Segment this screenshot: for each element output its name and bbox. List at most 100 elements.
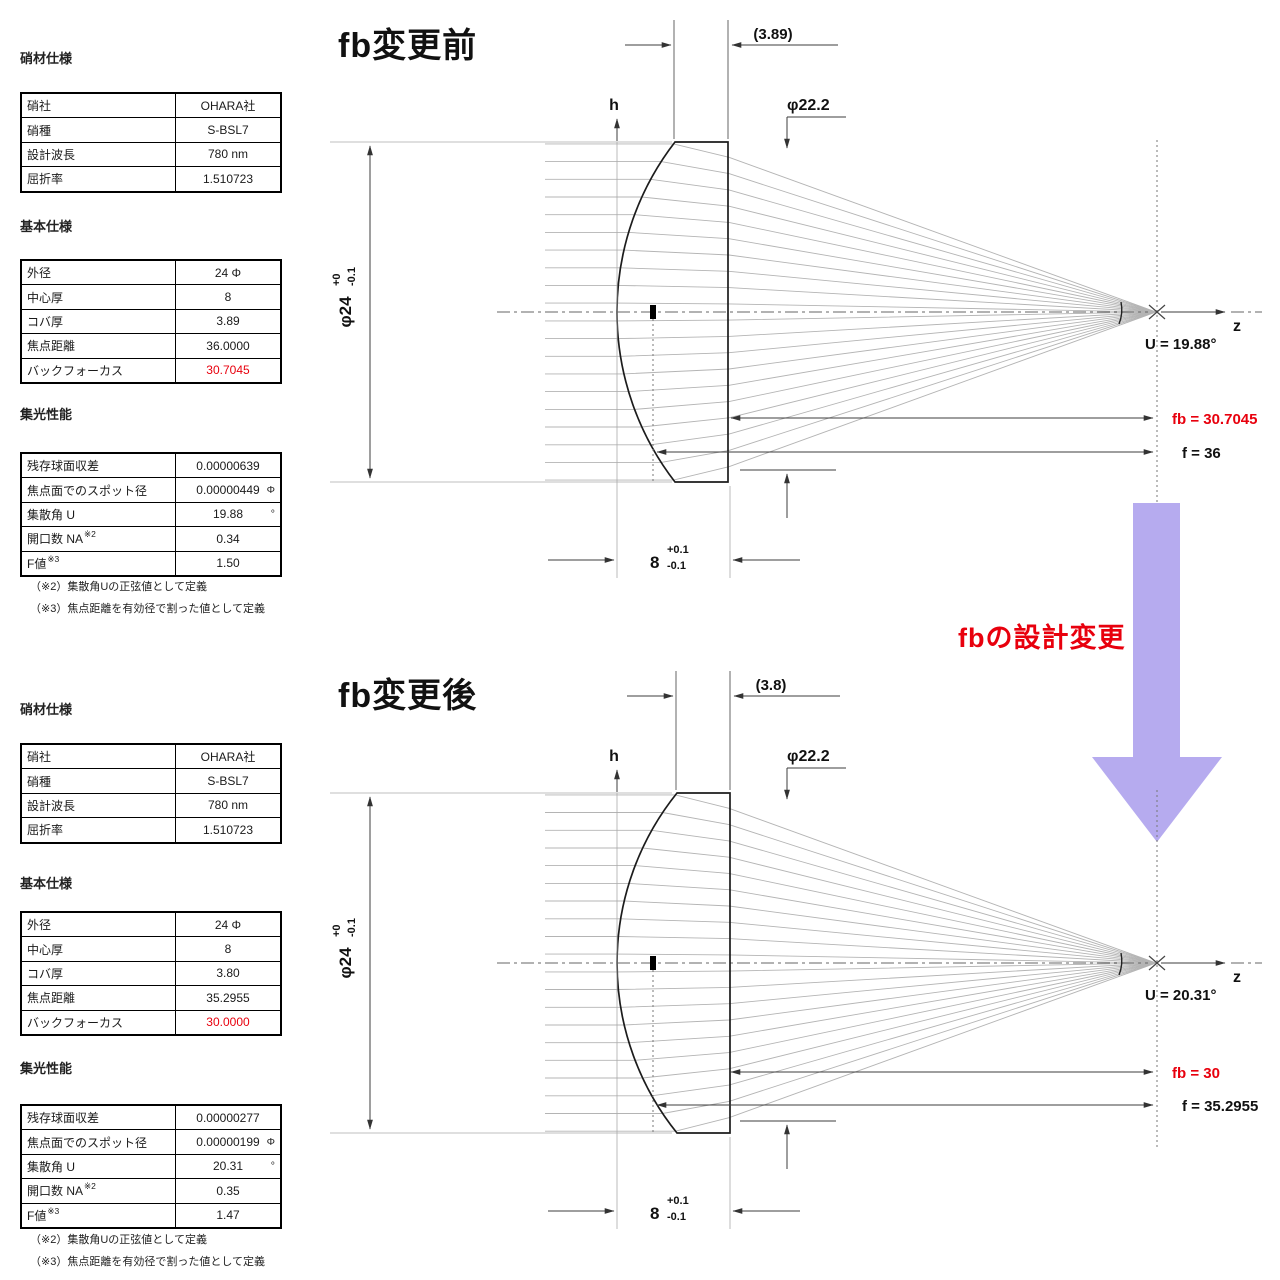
- section-heading-basic-before: 基本仕様: [20, 219, 73, 234]
- light-ray: [545, 284, 1157, 313]
- light-ray: [545, 161, 1157, 313]
- table-row: 焦点距離 36.0000: [22, 334, 280, 359]
- light-ray: [545, 311, 1157, 340]
- light-ray: [545, 918, 1157, 964]
- principal-point-marker: [650, 956, 656, 970]
- ct-label: 8: [650, 553, 659, 572]
- ct-label: 8: [650, 1204, 659, 1223]
- light-ray: [545, 311, 1157, 393]
- ray-bundle-after: [545, 794, 1157, 1132]
- row-label: 外径: [22, 913, 176, 937]
- row-label: 開口数 NA※2: [22, 527, 176, 551]
- aperture-label: φ22.2: [787, 748, 830, 765]
- light-ray: [545, 962, 1157, 1079]
- row-label: 残存球面収差: [22, 1106, 176, 1130]
- row-label: 開口数 NA※2: [22, 1179, 176, 1203]
- light-ray: [545, 865, 1157, 964]
- principal-point-marker: [650, 305, 656, 319]
- angle-label: U = 19.88°: [1145, 336, 1216, 353]
- z-axis-label: z: [1233, 318, 1241, 335]
- after-title: fb変更後: [338, 677, 478, 715]
- angle-arc: [1118, 301, 1123, 325]
- light-ray: [545, 962, 1157, 1008]
- light-ray: [545, 847, 1157, 964]
- row-value: 36.0000: [206, 338, 250, 353]
- row-value: 8: [224, 290, 232, 305]
- row-label: 硝種: [22, 118, 176, 142]
- row-value: 780 nm: [207, 798, 249, 813]
- angle-label: U = 20.31°: [1145, 987, 1216, 1004]
- edge-dim-label: (3.89): [753, 26, 792, 43]
- ct-tol-minus: -0.1: [667, 1211, 686, 1223]
- superscript: ※3: [47, 1205, 60, 1216]
- light-ray: [545, 311, 1157, 446]
- light-ray: [545, 267, 1157, 313]
- row-value: 19.88°: [212, 507, 275, 522]
- ray-bundle-before: [545, 143, 1157, 481]
- row-label: 焦点距離: [22, 334, 176, 358]
- light-ray: [545, 214, 1157, 313]
- row-label: 外径: [22, 261, 176, 285]
- light-ray: [545, 962, 1157, 973]
- row-label: バックフォーカス: [22, 358, 176, 382]
- row-unit: Φ: [266, 484, 275, 497]
- row-label: 硝社: [22, 94, 176, 118]
- ct-tol-plus: +0.1: [667, 1195, 689, 1207]
- light-ray: [545, 311, 1157, 428]
- light-ray: [545, 311, 1157, 410]
- fb-label: fb = 30: [1172, 1065, 1220, 1082]
- after-diagram: φ24 +0 -0.1 (3.8) h φ22.2 z: [330, 671, 1262, 1229]
- before-title: fb変更前: [338, 27, 478, 65]
- light-ray: [545, 812, 1157, 964]
- ct-tol-minus: -0.1: [667, 560, 686, 572]
- row-label: 焦点面でのスポット径: [22, 478, 176, 502]
- light-ray: [545, 196, 1157, 313]
- row-value: 0.00000277: [196, 1110, 260, 1125]
- row-value: 20.31°: [212, 1159, 275, 1174]
- h-axis-label: h: [609, 748, 619, 765]
- light-ray: [545, 231, 1157, 313]
- row-label: バックフォーカス: [22, 1010, 176, 1034]
- focus-cross: [1148, 955, 1166, 971]
- light-ray: [545, 829, 1157, 964]
- lens-outline: [616, 141, 729, 483]
- row-value: 3.89: [216, 314, 240, 329]
- svg-text:+0: +0: [331, 924, 343, 937]
- light-ray: [545, 311, 1157, 481]
- row-label: 焦点面でのスポット径: [22, 1130, 176, 1154]
- light-ray: [545, 311, 1157, 357]
- change-arrow: [1092, 503, 1222, 842]
- row-label: 中心厚: [22, 937, 176, 961]
- row-label: 硝社: [22, 745, 176, 769]
- light-ray: [545, 962, 1157, 1097]
- superscript: ※2: [84, 529, 96, 540]
- f-label: f = 35.2955: [1182, 1098, 1258, 1115]
- row-value: 0.00000639: [196, 458, 260, 473]
- superscript: ※3: [47, 553, 60, 564]
- row-value: 30.7045: [206, 363, 250, 378]
- row-value: OHARA社: [200, 750, 256, 765]
- section-heading-performance-before: 集光性能: [20, 407, 73, 422]
- superscript: ※2: [84, 1181, 96, 1192]
- ct-tol-plus: +0.1: [667, 544, 689, 556]
